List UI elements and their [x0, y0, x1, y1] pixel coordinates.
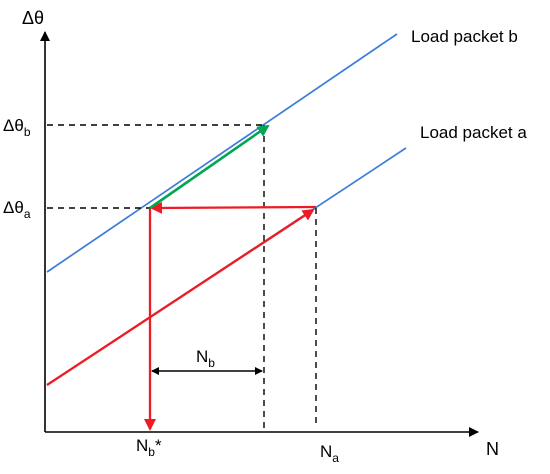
- x-axis-title: N: [486, 439, 499, 459]
- y-tick-theta-b: Δθb: [3, 116, 31, 139]
- n-b-interval-main: N: [196, 347, 208, 366]
- y-tick-theta-a: Δθa: [3, 198, 31, 221]
- y-axis-title: Δθ: [22, 8, 44, 28]
- green-arrow-along-packet-b: [149, 124, 270, 210]
- x-tick-n-a-main: N: [320, 442, 332, 461]
- x-tick-n-a-sub: a: [332, 451, 339, 465]
- y-tick-theta-b-sub: b: [24, 125, 31, 139]
- red-arrow-horizontal: [150, 201, 317, 214]
- load-packet-a-label: Load packet a: [420, 123, 527, 142]
- y-tick-theta-a-sub: a: [24, 207, 31, 221]
- x-tick-n-b-star-main: N: [136, 436, 148, 455]
- x-tick-n-b-star: Nb*: [136, 436, 162, 459]
- x-tick-n-a: Na: [320, 442, 339, 465]
- red-arrow-along-packet-a: [46, 208, 315, 386]
- x-tick-n-b-star-suffix: *: [155, 436, 162, 455]
- y-tick-theta-b-main: Δθ: [3, 116, 24, 135]
- load-packet-b-line: [46, 33, 398, 273]
- n-b-interval-label: Nb: [196, 347, 215, 370]
- load-packet-b-label: Load packet b: [411, 27, 518, 46]
- x-tick-n-b-star-sub: b: [148, 445, 155, 459]
- n-b-interval-sub: b: [208, 356, 215, 370]
- y-tick-theta-a-main: Δθ: [3, 198, 24, 217]
